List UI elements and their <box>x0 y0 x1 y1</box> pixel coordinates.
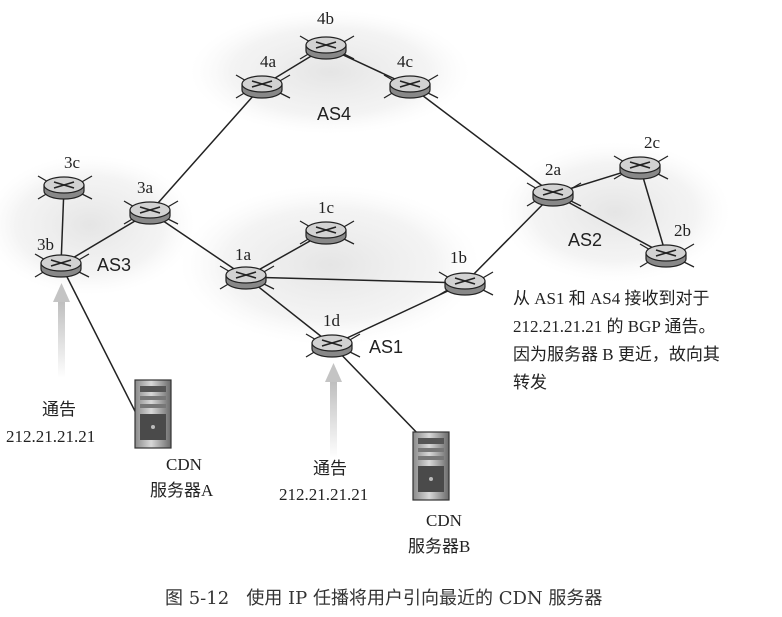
note-line1: 从 AS1 和 AS4 接收到对于 <box>513 289 709 308</box>
router-label-2b: 2b <box>674 221 691 240</box>
link-3a-1a <box>149 211 247 278</box>
router-label-1d: 1d <box>323 311 341 330</box>
link-1d-serverB <box>331 344 423 439</box>
announce-b-line2: 212.21.21.21 <box>279 485 368 504</box>
note-line4: 转发 <box>513 373 547 392</box>
announce-a-line2: 212.21.21.21 <box>6 427 95 446</box>
router-label-1a: 1a <box>235 245 252 264</box>
link-1a-1d <box>245 276 333 346</box>
announce-arrow-a <box>53 283 70 378</box>
note-line2: 212.21.21.21 的 BGP 通告。 <box>513 317 715 336</box>
link-3a-4a <box>149 85 263 213</box>
router-label-4b: 4b <box>317 9 334 28</box>
announce-b-line1: 通告 <box>313 459 347 478</box>
server-b-line1: CDN <box>426 511 462 530</box>
as3-label: AS3 <box>97 255 131 275</box>
router-label-2a: 2a <box>545 160 562 179</box>
figure-caption: 图 5-12 使用 IP 任播将用户引向最近的 CDN 服务器 <box>165 588 602 609</box>
router-label-4c: 4c <box>397 52 414 71</box>
server-a-line2: 服务器A <box>150 481 214 500</box>
router-label-1b: 1b <box>450 248 467 267</box>
as4-cloud <box>190 10 470 134</box>
link-3c-3b <box>60 186 65 266</box>
link-2a-1b <box>464 193 554 284</box>
router-label-4a: 4a <box>260 52 277 71</box>
link-2a-2b <box>552 193 667 256</box>
link-2c-2b <box>639 166 667 256</box>
note-line3: 因为服务器 B 更近，故向其 <box>513 345 720 364</box>
as2-label: AS2 <box>568 230 602 250</box>
router-label-3b: 3b <box>37 235 54 254</box>
cdn-server-a <box>134 379 172 449</box>
router-label-1c: 1c <box>318 198 335 217</box>
as4-label: AS4 <box>317 104 351 124</box>
router-label-3a: 3a <box>137 178 154 197</box>
router-label-2c: 2c <box>644 133 661 152</box>
server-b-line2: 服务器B <box>408 537 470 556</box>
announce-arrow-b <box>325 363 342 458</box>
cdn-server-b <box>412 431 450 501</box>
router-label-3c: 3c <box>64 153 81 172</box>
link-4c-2a <box>409 85 554 195</box>
link-1a-1b <box>245 276 466 284</box>
announce-a-line1: 通告 <box>42 400 76 419</box>
as1-label: AS1 <box>369 337 403 357</box>
server-a-line1: CDN <box>166 455 202 474</box>
link-3b-serverA <box>60 264 143 426</box>
as1-cloud <box>180 185 480 345</box>
